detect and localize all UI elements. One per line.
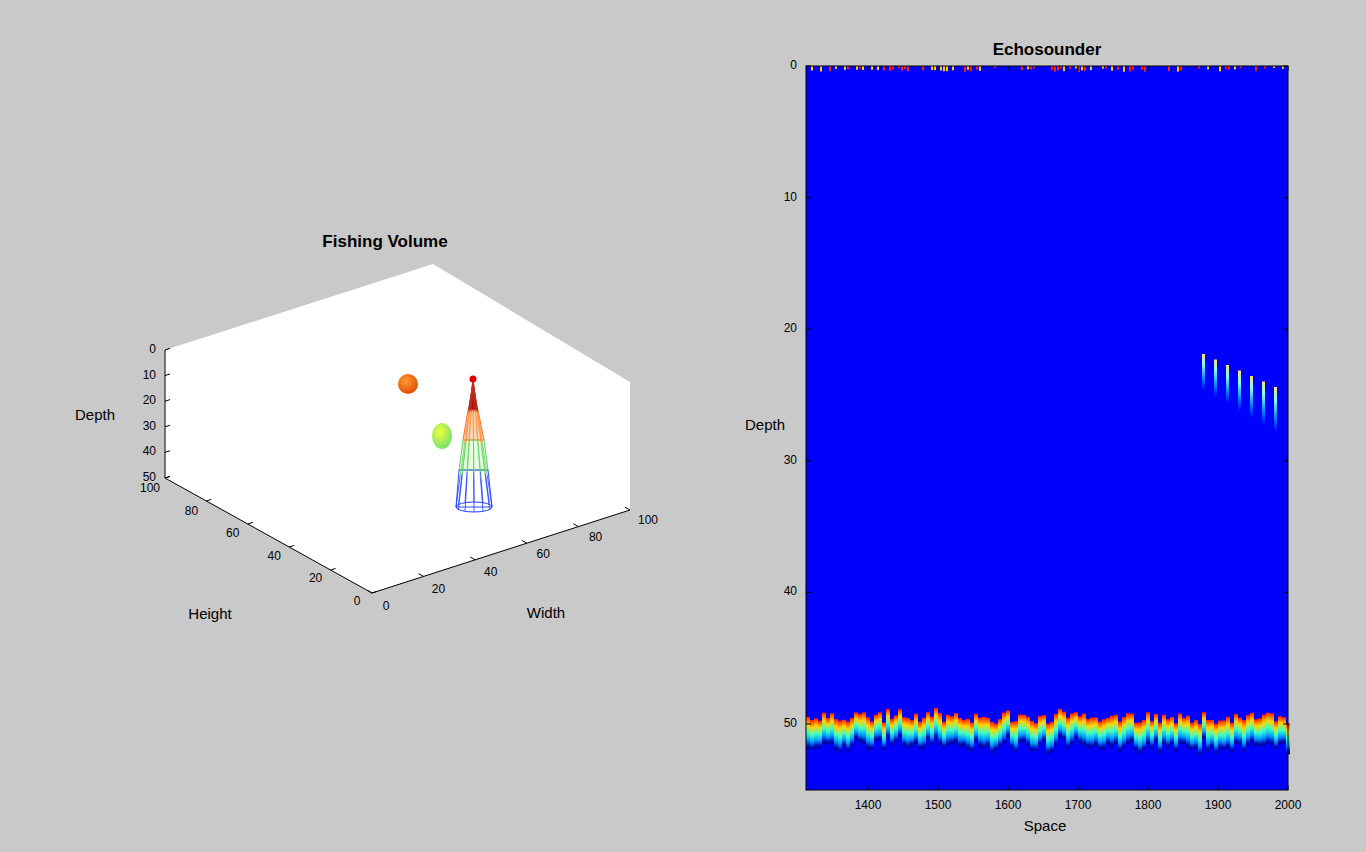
volume-ticks bbox=[165, 348, 630, 593]
tick-label: 40 bbox=[784, 586, 797, 599]
tick-label: 80 bbox=[185, 505, 198, 518]
echogram-ticks bbox=[806, 66, 1288, 790]
tick-label: 100 bbox=[638, 514, 658, 527]
tick-label: 40 bbox=[484, 566, 497, 579]
axis-label: Width bbox=[527, 605, 565, 622]
tick-label: 1600 bbox=[995, 799, 1022, 812]
tick-label: 50 bbox=[784, 717, 797, 730]
tick-label: 20 bbox=[309, 573, 322, 586]
tick-label: 30 bbox=[784, 454, 797, 467]
panel-title: Echosounder bbox=[993, 41, 1102, 60]
volume-box bbox=[165, 264, 630, 593]
tick-label: 2000 bbox=[1275, 799, 1302, 812]
surface-echo bbox=[811, 66, 1284, 72]
fish-sphere bbox=[432, 423, 452, 449]
axis-label: Depth bbox=[75, 407, 115, 424]
tick-label: 0 bbox=[383, 600, 390, 613]
fish-echo bbox=[1202, 354, 1277, 432]
fish-sphere bbox=[398, 374, 418, 394]
tick-label: 0 bbox=[790, 59, 797, 72]
sonar-cone bbox=[456, 376, 492, 513]
tick-label: 1800 bbox=[1135, 799, 1162, 812]
tick-label: 100 bbox=[140, 482, 160, 495]
panel-title: Fishing Volume bbox=[322, 233, 447, 252]
axis-label: Height bbox=[188, 606, 231, 623]
tick-label: 1700 bbox=[1065, 799, 1092, 812]
tick-label: 0 bbox=[354, 595, 361, 608]
tick-label: 20 bbox=[143, 395, 156, 408]
tick-label: 1400 bbox=[855, 799, 882, 812]
tick-label: 40 bbox=[143, 446, 156, 459]
tick-label: 1900 bbox=[1205, 799, 1232, 812]
axis-label: Space bbox=[1024, 818, 1067, 835]
tick-label: 20 bbox=[784, 323, 797, 336]
tick-label: 60 bbox=[226, 528, 239, 541]
tick-label: 10 bbox=[143, 369, 156, 382]
axis-label: Depth bbox=[745, 417, 785, 434]
tick-label: 20 bbox=[432, 583, 445, 596]
echogram-frame bbox=[806, 66, 1288, 790]
tick-label: 10 bbox=[784, 191, 797, 204]
tick-label: 80 bbox=[589, 532, 602, 545]
tick-label: 1500 bbox=[925, 799, 952, 812]
tick-label: 0 bbox=[149, 343, 156, 356]
volume-axes bbox=[165, 350, 630, 593]
tick-label: 40 bbox=[268, 550, 281, 563]
seabed-echo bbox=[806, 708, 1290, 755]
tick-label: 60 bbox=[537, 549, 550, 562]
echogram-ground bbox=[806, 66, 1288, 790]
tick-label: 30 bbox=[143, 420, 156, 433]
